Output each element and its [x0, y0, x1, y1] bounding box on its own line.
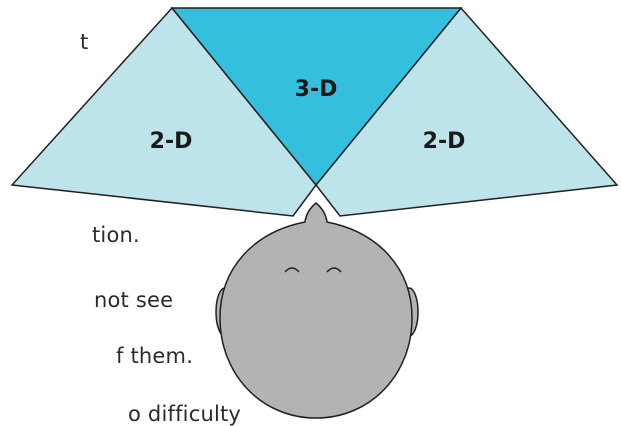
binocular-zone — [170, 7, 463, 187]
right-eyebrow — [326, 267, 342, 273]
left-zone-label: 2-D — [150, 129, 193, 154]
right-zone-label: 2-D — [423, 129, 466, 154]
background-text-line-1: t — [80, 30, 89, 54]
background-text-line-4: f them. — [116, 344, 194, 368]
head-top-view — [215, 202, 419, 419]
background-text-line-2: tion. — [92, 223, 140, 247]
left-eyebrow — [284, 267, 300, 273]
background-text-line-5: o difficulty — [128, 402, 242, 426]
head-outline — [219, 202, 413, 419]
background-text-line-3: not see — [94, 288, 174, 312]
center-zone-label: 3-D — [295, 77, 338, 102]
